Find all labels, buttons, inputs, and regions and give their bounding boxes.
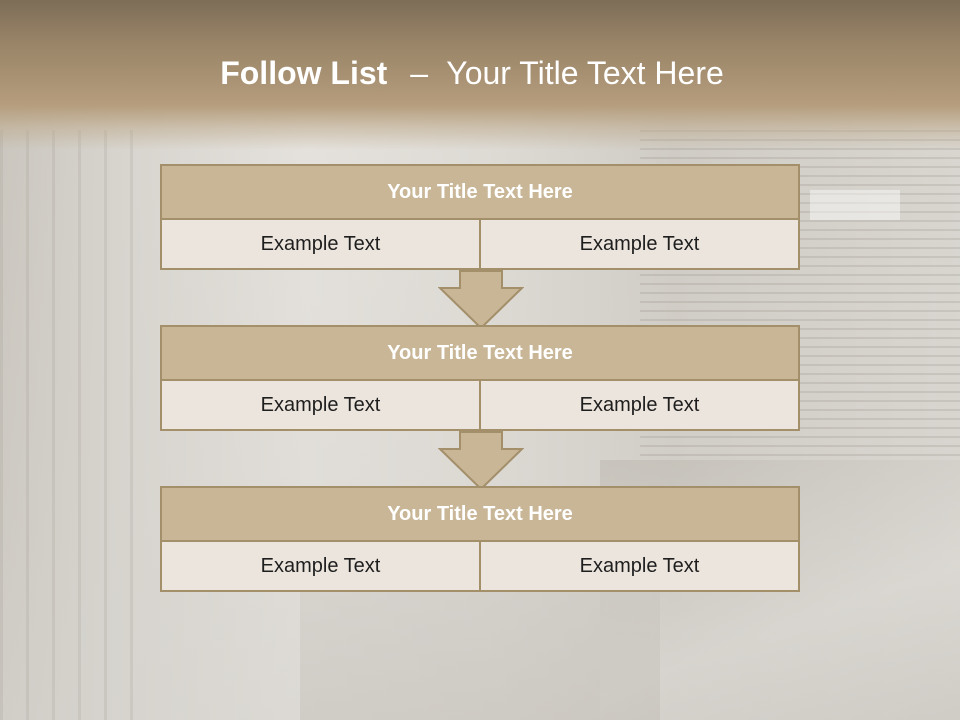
block-cell-right: Example Text xyxy=(479,542,798,590)
slide-title-rest: Your Title Text Here xyxy=(446,55,724,91)
slide-title: Follow List – Your Title Text Here xyxy=(0,55,944,92)
block-row: Example Text Example Text xyxy=(160,220,800,270)
list-block-3: Your Title Text Here Example Text Exampl… xyxy=(160,486,800,592)
block-cell-right: Example Text xyxy=(479,381,798,429)
block-title: Your Title Text Here xyxy=(160,486,800,542)
list-block-1: Your Title Text Here Example Text Exampl… xyxy=(160,164,800,270)
block-cell-left: Example Text xyxy=(260,554,381,577)
block-title: Your Title Text Here xyxy=(160,325,800,381)
background-left-panel xyxy=(0,130,140,720)
title-band xyxy=(0,0,960,150)
slide-title-bold: Follow List xyxy=(220,55,388,91)
down-arrow-icon xyxy=(438,270,524,330)
block-title: Your Title Text Here xyxy=(160,164,800,220)
block-row: Example Text Example Text xyxy=(160,542,800,592)
slide-title-separator: – xyxy=(410,55,428,91)
block-cell-left: Example Text xyxy=(260,393,381,416)
list-block-2: Your Title Text Here Example Text Exampl… xyxy=(160,325,800,431)
block-cell-right: Example Text xyxy=(479,220,798,268)
background-light xyxy=(810,190,900,220)
down-arrow-icon xyxy=(438,431,524,491)
block-row: Example Text Example Text xyxy=(160,381,800,431)
block-cell-left: Example Text xyxy=(260,232,381,255)
